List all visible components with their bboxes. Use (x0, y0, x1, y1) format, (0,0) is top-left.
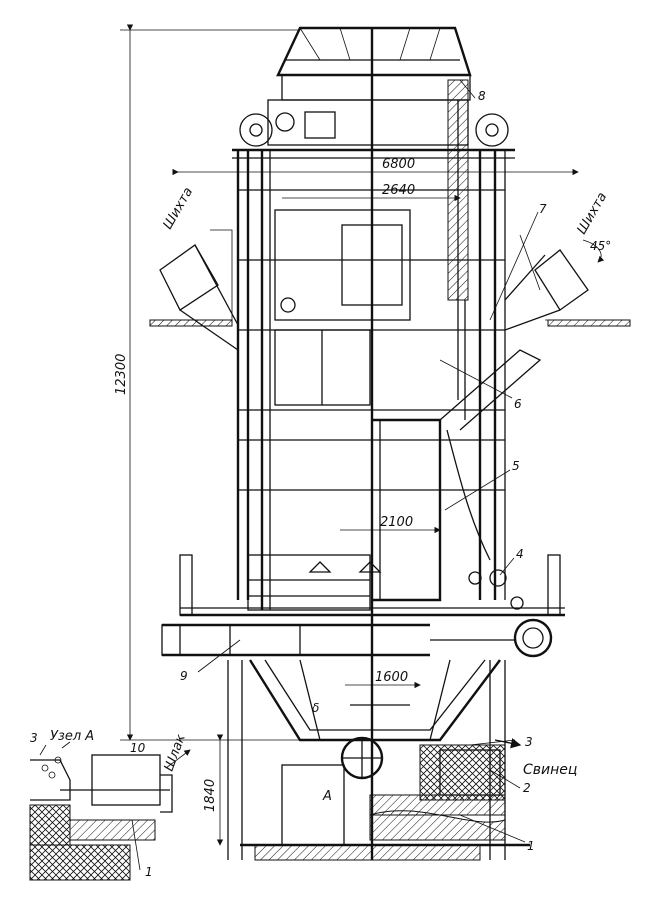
foundation (227, 660, 530, 861)
callout-4: 4 (516, 547, 524, 561)
dim-label-width-shaft: 2640 (382, 183, 415, 198)
callout-3: 3 (525, 735, 533, 749)
label-detail-a: А (322, 789, 332, 804)
dim-height-total (120, 24, 300, 741)
label-charge-right: Шихта (574, 190, 610, 237)
tuyere-area (247, 429, 524, 611)
dim-label-height-total: 12300 (114, 354, 129, 395)
top-rollers (239, 111, 509, 147)
dim-label-delta: δ (312, 701, 319, 715)
callout-1: 1 (527, 839, 535, 853)
dim-label-width-top: 6800 (382, 157, 415, 172)
callout-9: 9 (180, 669, 188, 683)
charge-chute-left (159, 229, 239, 351)
callout-leaders (197, 79, 605, 843)
charge-chute-right (504, 234, 589, 331)
callout-2: 2 (523, 781, 531, 795)
label-slag: Шлак (162, 732, 189, 773)
callout-7: 7 (539, 202, 547, 216)
label-node-a: Узел А (50, 729, 94, 744)
dim-label-height-base: 1840 (203, 779, 218, 812)
inner-shaft (372, 100, 542, 602)
label-lead: Свинец (523, 762, 577, 778)
callout-8: 8 (478, 89, 486, 103)
lead-well (369, 744, 506, 816)
callout-10: 10 (130, 741, 146, 755)
floor-left-hatch (149, 319, 233, 327)
label-angle: 45° (590, 239, 611, 253)
upper-frame (232, 99, 515, 406)
platform (161, 554, 565, 658)
inset-node-a (29, 741, 191, 881)
hearth-funnel (248, 659, 501, 780)
label-charge-left: Шихта (160, 185, 196, 232)
dim-label-width-low: 1600 (375, 670, 408, 685)
callout-5: 5 (512, 459, 520, 473)
main-columns (236, 150, 506, 610)
floor-right-hatch (547, 319, 631, 327)
callout-inset-1: 1 (145, 865, 153, 879)
callout-inset-3: 3 (30, 731, 38, 745)
callout-6: 6 (514, 397, 522, 411)
dim-label-width-mid: 2100 (380, 515, 413, 530)
